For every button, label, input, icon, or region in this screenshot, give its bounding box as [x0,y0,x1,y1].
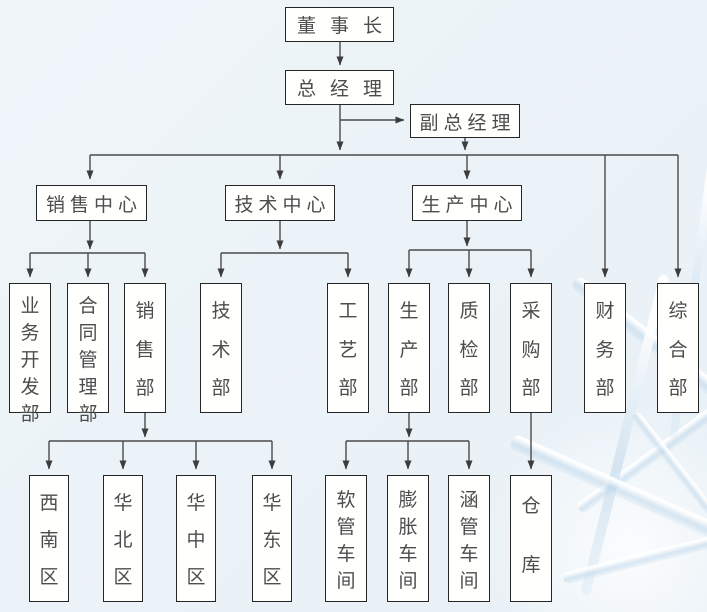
node-deputy-general-manager: 副总经理 [410,104,520,138]
node-finance-dept: 财务部 [584,283,626,413]
node-production-dept: 生产部 [388,283,430,413]
node-hose-workshop: 软管车间 [325,475,367,602]
node-sales-center: 销售中心 [36,185,147,221]
node-chairman: 董事长 [285,7,394,42]
node-purchasing-dept: 采购部 [510,283,552,413]
node-culvert-workshop: 涵管车间 [448,475,490,602]
node-business-dev-dept: 业务开发部 [9,283,51,425]
node-tech-dept: 技术部 [200,283,242,413]
node-expansion-workshop: 膨胀车间 [387,475,429,602]
node-north-region: 华北区 [103,475,143,602]
node-warehouse: 仓库 [510,475,552,602]
node-process-dept: 工艺部 [327,283,369,413]
node-general-dept: 综合部 [657,283,699,413]
node-southwest-region: 西南区 [29,475,69,602]
node-tech-center: 技术中心 [225,185,335,221]
node-contract-mgmt-dept: 合同管理部 [67,283,109,425]
node-general-manager: 总经理 [285,70,394,105]
node-production-center: 生产中心 [412,185,522,221]
node-quality-dept: 质检部 [448,283,490,413]
node-east-region: 华东区 [252,475,292,602]
node-central-region: 华中区 [176,475,216,602]
node-sales-dept: 销售部 [124,283,166,413]
